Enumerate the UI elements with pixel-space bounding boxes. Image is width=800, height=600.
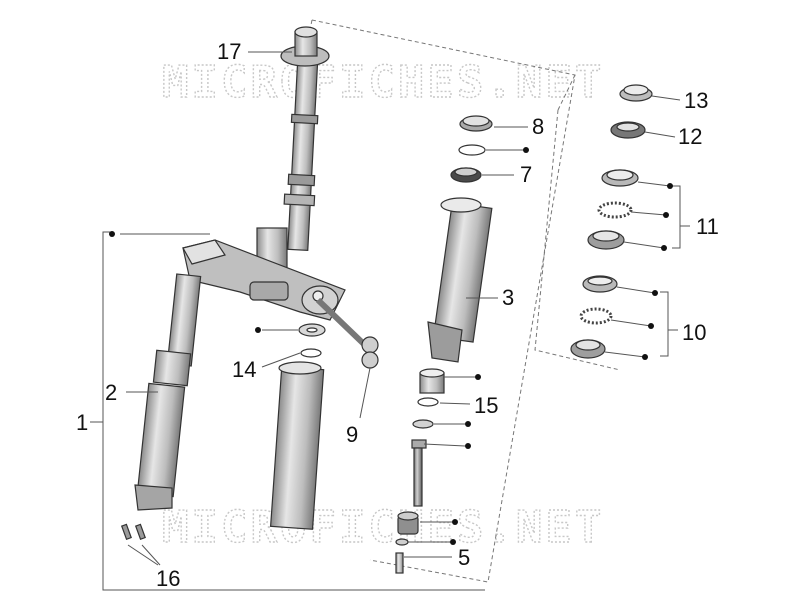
clamp-bolt-part-9	[315, 297, 379, 369]
callout-9: 9	[346, 422, 358, 447]
lower-ball-race-part	[579, 307, 613, 325]
spring-part	[397, 511, 419, 535]
lower-cup-part	[582, 275, 618, 293]
callout-2: 2	[105, 380, 117, 405]
ring-part-15	[417, 397, 439, 407]
callout-3: 3	[502, 285, 514, 310]
callout-12: 12	[678, 124, 702, 149]
watermark-bottom: MICROFICHES.NET	[162, 502, 604, 553]
bushing-part	[419, 368, 445, 394]
bracket-11	[672, 185, 681, 249]
callout-17: 17	[217, 39, 241, 64]
callout-5: 5	[458, 545, 470, 570]
bearing-cone-part	[587, 230, 625, 250]
callout-15: 15	[474, 393, 498, 418]
top-nut-part-17	[280, 26, 330, 67]
seal-part-7	[450, 167, 482, 183]
washer-part-12	[610, 121, 646, 139]
small-washer-part	[395, 538, 409, 546]
ball-race-part	[597, 201, 633, 219]
callout-11: 11	[696, 214, 719, 239]
callout-14: 14	[232, 357, 256, 382]
group-outline-fork-internals	[311, 19, 576, 583]
nut-part-13	[619, 84, 653, 102]
damper-rod-part	[411, 439, 427, 507]
washer-part	[412, 419, 434, 429]
steering-stem-part	[283, 58, 319, 252]
callout-1: 1	[76, 410, 88, 435]
fork-leg-part-2	[134, 273, 202, 511]
bearing-cup-part	[601, 169, 639, 187]
callout-8: 8	[532, 114, 544, 139]
leader-dots	[109, 147, 673, 545]
bolt-part-5	[395, 552, 404, 574]
lower-cone-part	[570, 339, 606, 359]
callout-16: 16	[156, 566, 180, 591]
bracket-1	[102, 231, 485, 591]
washer-part-14	[298, 323, 326, 358]
callout-7: 7	[520, 162, 532, 187]
callout-13: 13	[684, 88, 708, 113]
bracket-10	[660, 291, 669, 357]
fork-slider-part-3	[427, 197, 493, 363]
screws-part-16	[120, 523, 146, 541]
oring-part	[458, 144, 486, 156]
leader-lines	[120, 51, 681, 566]
watermark-top: MICROFICHES.NET	[162, 57, 604, 108]
inner-tube-part	[269, 361, 325, 530]
seal-part-8	[459, 115, 493, 132]
callout-10: 10	[682, 320, 706, 345]
group-outline-bearings	[534, 109, 621, 371]
